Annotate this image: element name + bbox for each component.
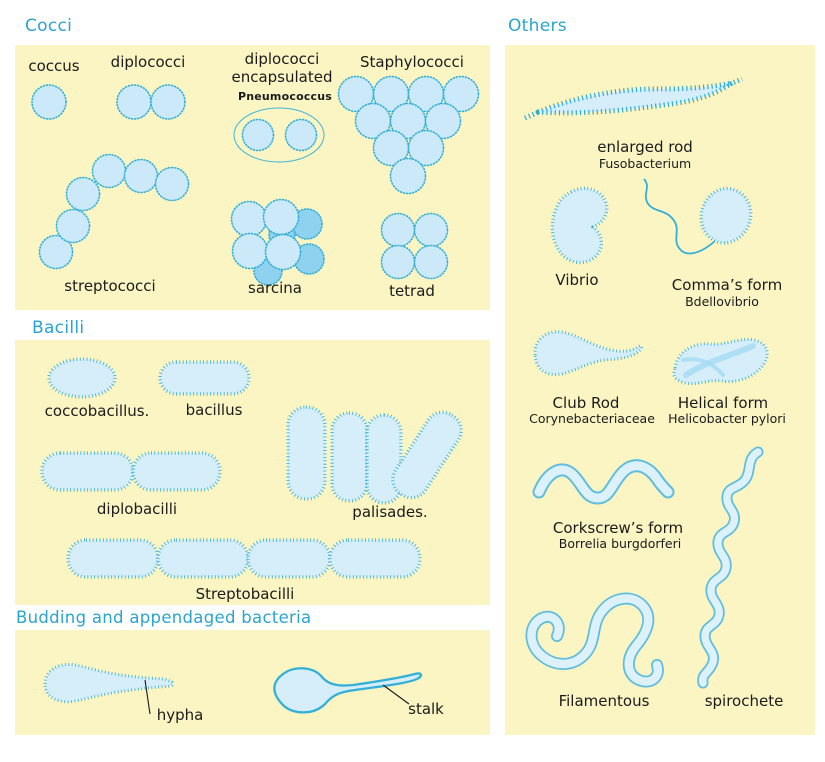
vibrio-shape <box>550 186 609 265</box>
tetrad-label: tetrad <box>389 282 435 300</box>
bacilli-shapes <box>40 357 463 579</box>
bacillus-label: bacillus <box>185 401 243 419</box>
others-panel: enlarged rod Fusobacterium Vibrio Comma’… <box>505 45 815 735</box>
hypha-shape <box>43 662 175 715</box>
staphylococci-label: Staphylococci <box>360 53 464 71</box>
bacillus-shape <box>158 360 251 396</box>
section-title-cocci: Cocci <box>25 16 73 36</box>
streptobacilli-label: Streptobacilli <box>195 585 295 603</box>
club-rod-shape <box>533 330 643 377</box>
diplococci-shape <box>116 84 186 120</box>
coccobacillus-label: coccobacillus. <box>44 402 150 420</box>
cocci-panel: coccus diplococci diplococci encapsulate… <box>15 45 490 310</box>
budding-shapes <box>43 662 423 715</box>
tetrad-shape <box>380 212 449 280</box>
enlarged-rod-label: enlarged rod <box>597 138 693 156</box>
corkscrews-form-shape <box>532 459 675 505</box>
diplococci-encapsulated-label: diplococci encapsulated <box>231 50 333 86</box>
palisades-label: palisades. <box>352 503 428 521</box>
filamentous-shape <box>525 592 664 688</box>
sarcina-label: sarcina <box>248 279 302 297</box>
cocci-shapes <box>31 75 480 286</box>
section-title-bacilli: Bacilli <box>32 318 85 338</box>
bdellovibrio-sublabel: Bdellovibrio <box>685 294 759 309</box>
hypha-label: hypha <box>156 706 204 724</box>
diplobacilli-shape <box>40 451 222 492</box>
diplococci-encapsulated-shape <box>233 107 325 163</box>
stalk-shape <box>273 667 423 714</box>
diplobacilli-label: diplobacilli <box>96 500 178 518</box>
stalk-label: stalk <box>408 700 444 718</box>
streptobacilli-shape <box>66 538 422 579</box>
bacilli-panel: coccobacillus. bacillus diplobacilli pal… <box>15 340 490 605</box>
spirochete-label: spirochete <box>704 692 784 710</box>
borrelia-burgdorferi-sublabel: Borrelia burgdorferi <box>558 536 682 551</box>
palisades-shape <box>286 405 463 505</box>
helicobacter-pylori-sublabel: Helicobacter pylori <box>668 411 786 426</box>
helical-form-label: Helical form <box>677 394 769 412</box>
coccus-label: coccus <box>28 57 80 75</box>
fusobacterium-sublabel: Fusobacterium <box>598 156 692 171</box>
coccus-shape <box>31 84 67 120</box>
commas-form-label: Comma’s form <box>671 276 783 294</box>
section-title-others: Others <box>508 16 567 36</box>
streptococci-label: streptococci <box>64 277 156 295</box>
enlarged-rod-shape <box>524 76 743 121</box>
vibrio-label: Vibrio <box>555 271 599 289</box>
club-rod-label: Club Rod <box>552 394 620 412</box>
staphylococci-shape <box>337 75 480 195</box>
coccobacillus-shape <box>47 357 117 399</box>
others-shapes <box>524 76 769 689</box>
streptococci-shape <box>38 153 190 270</box>
pneumococcus-sublabel: Pneumococcus <box>237 90 333 103</box>
budding-panel: hypha stalk <box>15 630 490 735</box>
sarcina-shape <box>230 198 325 286</box>
corkscrews-form-label: Corkscrew’s form <box>552 519 684 537</box>
commas-form-shape <box>643 178 753 255</box>
section-title-budding: Budding and appendaged bacteria <box>16 608 312 627</box>
spirochete-shape <box>697 446 764 689</box>
filamentous-label: Filamentous <box>558 692 650 710</box>
corynebacteriaceae-sublabel: Corynebacteriaceae <box>529 411 655 426</box>
diplococci-label: diplococci <box>110 53 186 71</box>
helical-form-shape <box>672 337 769 386</box>
